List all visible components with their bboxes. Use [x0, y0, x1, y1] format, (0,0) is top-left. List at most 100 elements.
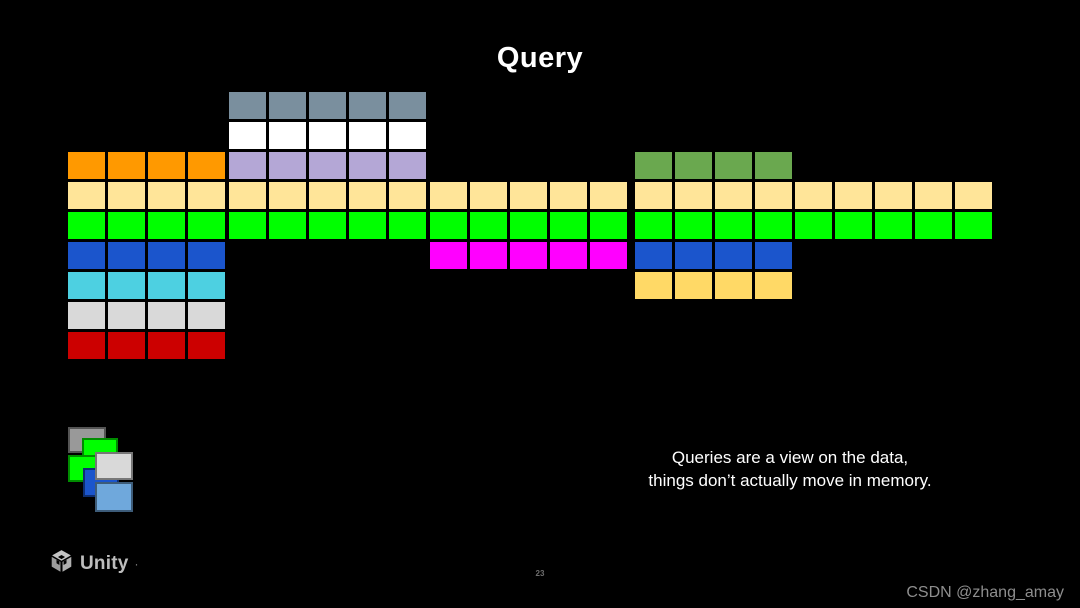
grid-cell-white: [349, 122, 386, 149]
grid-cell-tan: [188, 182, 225, 209]
page-title: Query: [496, 42, 584, 74]
grid-cell-tan: [229, 182, 266, 209]
grid-cell-blue: [108, 242, 145, 269]
grid-cell-slate: [309, 92, 346, 119]
grid-cell-dark-red: [108, 332, 145, 359]
grid-cell-magenta: [510, 242, 547, 269]
grid-cell-bright-green: [269, 212, 306, 239]
grid-cell-bright-green: [108, 212, 145, 239]
grid-cell-tan: [635, 182, 672, 209]
grid-cell-yellow: [755, 272, 792, 299]
grid-cell-yellow: [675, 272, 712, 299]
grid-cell-bright-green: [148, 212, 185, 239]
grid-cell-tan: [755, 182, 792, 209]
unity-wordmark: Unity: [80, 552, 129, 574]
grid-cell-bright-green: [835, 212, 872, 239]
grid-cell-blue: [188, 242, 225, 269]
grid-cell-cyan: [188, 272, 225, 299]
caption-line-1: Queries are a view on the data,: [671, 448, 909, 467]
grid-cell-bright-green: [590, 212, 627, 239]
watermark: CSDN @zhang_amay: [906, 584, 1064, 601]
grid-cell-tan: [590, 182, 627, 209]
grid-cell-tan: [955, 182, 992, 209]
grid-cell-slate: [269, 92, 306, 119]
grid-cell-light-gray: [188, 302, 225, 329]
grid-cell-bright-green: [389, 212, 426, 239]
grid-cell-tan: [675, 182, 712, 209]
grid-cell-lavender: [349, 152, 386, 179]
grid-cell-yellow: [635, 272, 672, 299]
grid-cell-bright-green: [229, 212, 266, 239]
grid-cell-dark-red: [188, 332, 225, 359]
grid-cell-tan: [795, 182, 832, 209]
grid-cell-blue: [675, 242, 712, 269]
grid-cell-magenta: [470, 242, 507, 269]
caption-line-2: things don’t actually move in memory.: [648, 471, 932, 490]
grid-cell-dark-red: [148, 332, 185, 359]
grid-cell-light-gray: [108, 302, 145, 329]
cluster-rect-light-gray: [95, 452, 133, 480]
grid-cell-orange: [148, 152, 185, 179]
cluster-rect-cluster-sky: [95, 482, 133, 512]
grid-cell-tan: [108, 182, 145, 209]
grid-cell-tan: [430, 182, 467, 209]
grid-cell-white: [269, 122, 306, 149]
unity-trademark-dot: ·: [134, 556, 139, 571]
grid-cell-bright-green: [188, 212, 225, 239]
grid-cell-tan: [309, 182, 346, 209]
grid-cell-tan: [550, 182, 587, 209]
grid-cell-white: [229, 122, 266, 149]
grid-cell-bright-green: [955, 212, 992, 239]
grid-cell-tan: [875, 182, 912, 209]
grid-cell-bright-green: [470, 212, 507, 239]
grid-cell-light-gray: [148, 302, 185, 329]
grid-cell-slate: [349, 92, 386, 119]
grid-cell-slate: [229, 92, 266, 119]
grid-cell-tan: [510, 182, 547, 209]
grid-cell-blue: [635, 242, 672, 269]
grid-cell-bright-green: [795, 212, 832, 239]
grid-cell-blue: [715, 242, 752, 269]
grid-cell-lavender: [229, 152, 266, 179]
grid-cell-medium-green: [635, 152, 672, 179]
grid-cell-tan: [715, 182, 752, 209]
grid-cell-white: [389, 122, 426, 149]
grid-cell-bright-green: [875, 212, 912, 239]
grid-cell-white: [309, 122, 346, 149]
grid-cell-lavender: [309, 152, 346, 179]
grid-cell-tan: [349, 182, 386, 209]
grid-cell-dark-red: [68, 332, 105, 359]
page-number: 23: [535, 569, 545, 578]
grid-cell-bright-green: [349, 212, 386, 239]
grid-cell-bright-green: [68, 212, 105, 239]
grid-cell-bright-green: [430, 212, 467, 239]
grid-cell-tan: [148, 182, 185, 209]
grid-cell-lavender: [389, 152, 426, 179]
grid-cell-orange: [108, 152, 145, 179]
grid-cell-blue: [68, 242, 105, 269]
grid-cell-tan: [915, 182, 952, 209]
grid-cell-cyan: [108, 272, 145, 299]
grid-cell-blue: [755, 242, 792, 269]
grid-cell-bright-green: [309, 212, 346, 239]
grid-cell-magenta: [550, 242, 587, 269]
grid-cell-magenta: [590, 242, 627, 269]
caption: Queries are a view on the data, things d…: [560, 446, 1020, 492]
grid-cell-medium-green: [755, 152, 792, 179]
grid-cell-blue: [148, 242, 185, 269]
grid-cell-medium-green: [675, 152, 712, 179]
grid-cell-tan: [389, 182, 426, 209]
grid-cell-bright-green: [675, 212, 712, 239]
grid-cell-orange: [188, 152, 225, 179]
grid-cell-bright-green: [635, 212, 672, 239]
grid-cell-orange: [68, 152, 105, 179]
grid-cell-bright-green: [915, 212, 952, 239]
grid-cell-tan: [269, 182, 306, 209]
grid-cell-medium-green: [715, 152, 752, 179]
grid-cell-yellow: [715, 272, 752, 299]
unity-cube-icon: [49, 548, 74, 579]
unity-logo: Unity ·: [49, 548, 139, 579]
